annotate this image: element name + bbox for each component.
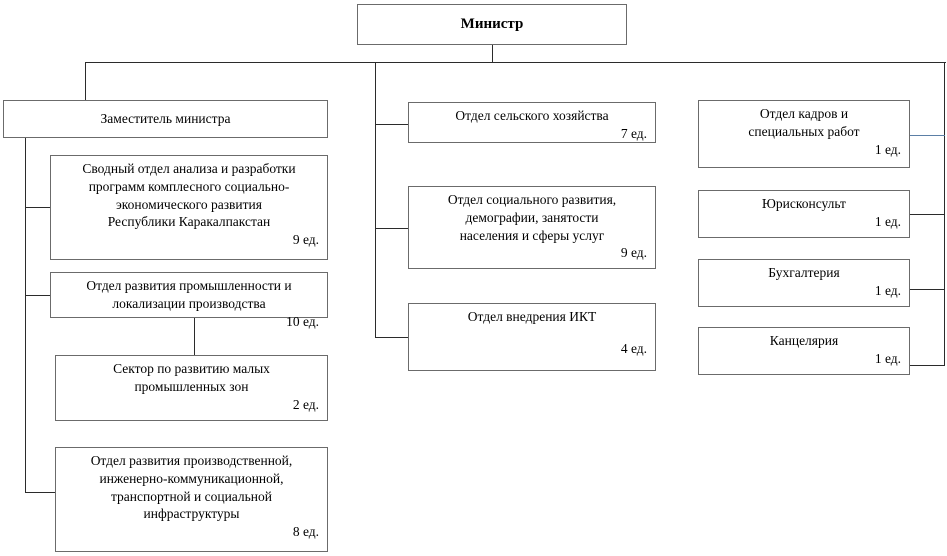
org-node-chancellery[interactable]: Канцелярия 1 ед. (698, 327, 910, 375)
org-node-dept-analysis-programs[interactable]: Сводный отдел анализа и разработки прогр… (50, 155, 328, 260)
connector-main-bus (85, 62, 946, 63)
org-node-chancellery-label: Канцелярия (769, 333, 839, 348)
org-node-dept-social-development[interactable]: Отдел социального развития, демографии, … (408, 186, 656, 269)
org-node-dept-social-development-count: 9 ед. (620, 245, 647, 261)
connector-left-stub-2 (25, 295, 50, 296)
connector-right-stub-4 (910, 365, 945, 366)
org-node-dept-social-development-label: Отдел социального развития, демографии, … (447, 192, 617, 243)
connector-industry-to-sector (194, 318, 195, 355)
org-node-accounting-label: Бухгалтерия (768, 265, 840, 280)
org-node-deputy-minister-label: Заместитель министра (100, 111, 231, 127)
org-node-dept-analysis-programs-label: Сводный отдел анализа и разработки прогр… (82, 161, 296, 230)
connector-left-stub-3 (25, 492, 55, 493)
connector-middle-trunk (375, 62, 376, 338)
org-node-dept-industry-localization-count: 10 ед. (286, 313, 319, 329)
org-node-dept-hr-special-works-label: Отдел кадров и специальных работ (748, 106, 860, 139)
org-node-sector-small-industrial-zones-label: Сектор по развитию малых промышленных зо… (113, 361, 270, 394)
org-node-deputy-minister[interactable]: Заместитель министра (3, 100, 328, 138)
org-node-dept-industry-localization[interactable]: Отдел развития промышленности и локализа… (50, 272, 328, 329)
connector-right-stub-3 (910, 289, 945, 290)
org-node-dept-hr-special-works-count: 1 ед. (874, 141, 901, 157)
connector-right-trunk (944, 62, 945, 365)
org-node-accounting[interactable]: Бухгалтерия 1 ед. (698, 259, 910, 307)
org-node-dept-ict-count: 4 ед. (620, 340, 647, 356)
org-node-dept-analysis-programs-count: 9 ед. (292, 232, 319, 248)
org-node-minister-label: Министр (460, 15, 524, 32)
org-node-dept-infrastructure-label: Отдел развития производственной, инженер… (90, 453, 293, 522)
org-node-sector-small-industrial-zones-count: 2 ед. (292, 396, 319, 412)
connector-root-stem (492, 45, 493, 63)
connector-middle-stub-3 (375, 337, 408, 338)
connector-right-stub-2 (910, 214, 945, 215)
connector-drop-left (85, 62, 86, 100)
org-node-dept-agriculture-count: 7 ед. (620, 125, 647, 141)
connector-middle-stub-2 (375, 228, 408, 229)
connector-middle-stub-1 (375, 124, 408, 125)
org-node-dept-ict[interactable]: Отдел внедрения ИКТ 4 ед. (408, 303, 656, 371)
org-node-chancellery-count: 1 ед. (874, 350, 901, 366)
org-node-dept-agriculture-label: Отдел сельского хозяйства (455, 108, 609, 123)
org-node-minister[interactable]: Министр (357, 4, 627, 45)
org-node-legal-adviser[interactable]: Юрисконсульт 1 ед. (698, 190, 910, 238)
org-node-sector-small-industrial-zones[interactable]: Сектор по развитию малых промышленных зо… (55, 355, 328, 421)
org-node-dept-infrastructure[interactable]: Отдел развития производственной, инженер… (55, 447, 328, 552)
org-node-dept-agriculture[interactable]: Отдел сельского хозяйства 7 ед. (408, 102, 656, 143)
org-node-dept-infrastructure-count: 8 ед. (292, 524, 319, 540)
connector-left-stub-1 (25, 207, 50, 208)
org-node-legal-adviser-label: Юрисконсульт (762, 196, 846, 211)
org-node-dept-ict-label: Отдел внедрения ИКТ (467, 309, 597, 324)
org-node-accounting-count: 1 ед. (874, 282, 901, 298)
org-node-dept-hr-special-works[interactable]: Отдел кадров и специальных работ 1 ед. (698, 100, 910, 168)
connector-right-stub-1 (910, 135, 945, 136)
connector-left-trunk (25, 138, 26, 493)
org-node-legal-adviser-count: 1 ед. (874, 213, 901, 229)
org-node-dept-industry-localization-label: Отдел развития промышленности и локализа… (86, 278, 292, 311)
